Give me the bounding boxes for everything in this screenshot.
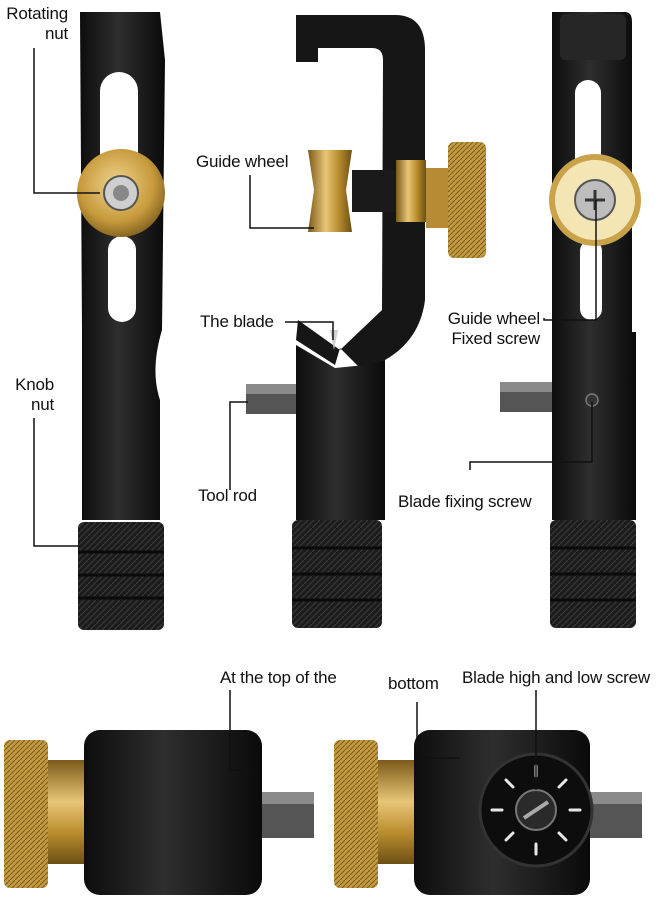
label-guide-wheel-fixed-screw: Guide wheel Fixed screw <box>447 309 541 348</box>
blade-tip <box>330 330 338 350</box>
tool-top-view <box>4 730 314 895</box>
label-knob-nut: Knob nut <box>15 375 54 414</box>
label-blade-high-low-screw: Blade high and low screw <box>462 668 650 687</box>
tool-bottom-view <box>334 730 642 895</box>
label-rotating-nut: Rotating nut <box>6 4 68 43</box>
label-bottom: bottom <box>388 674 439 693</box>
label-the-blade: The blade <box>200 312 274 331</box>
slot-lower <box>108 236 136 322</box>
label-at-the-top-of-the: At the top of the <box>220 668 337 687</box>
tool-back-view <box>500 12 641 628</box>
brass-knob <box>448 142 486 258</box>
guide-wheel <box>308 150 352 232</box>
label-blade-fixing-screw: Blade fixing screw <box>398 492 532 511</box>
label-guide-wheel: Guide wheel <box>196 152 289 171</box>
tool-front-view <box>77 12 165 630</box>
label-tool-rod: Tool rod <box>198 486 257 505</box>
leader-lines <box>33 48 597 790</box>
tool-side-view <box>246 15 486 628</box>
